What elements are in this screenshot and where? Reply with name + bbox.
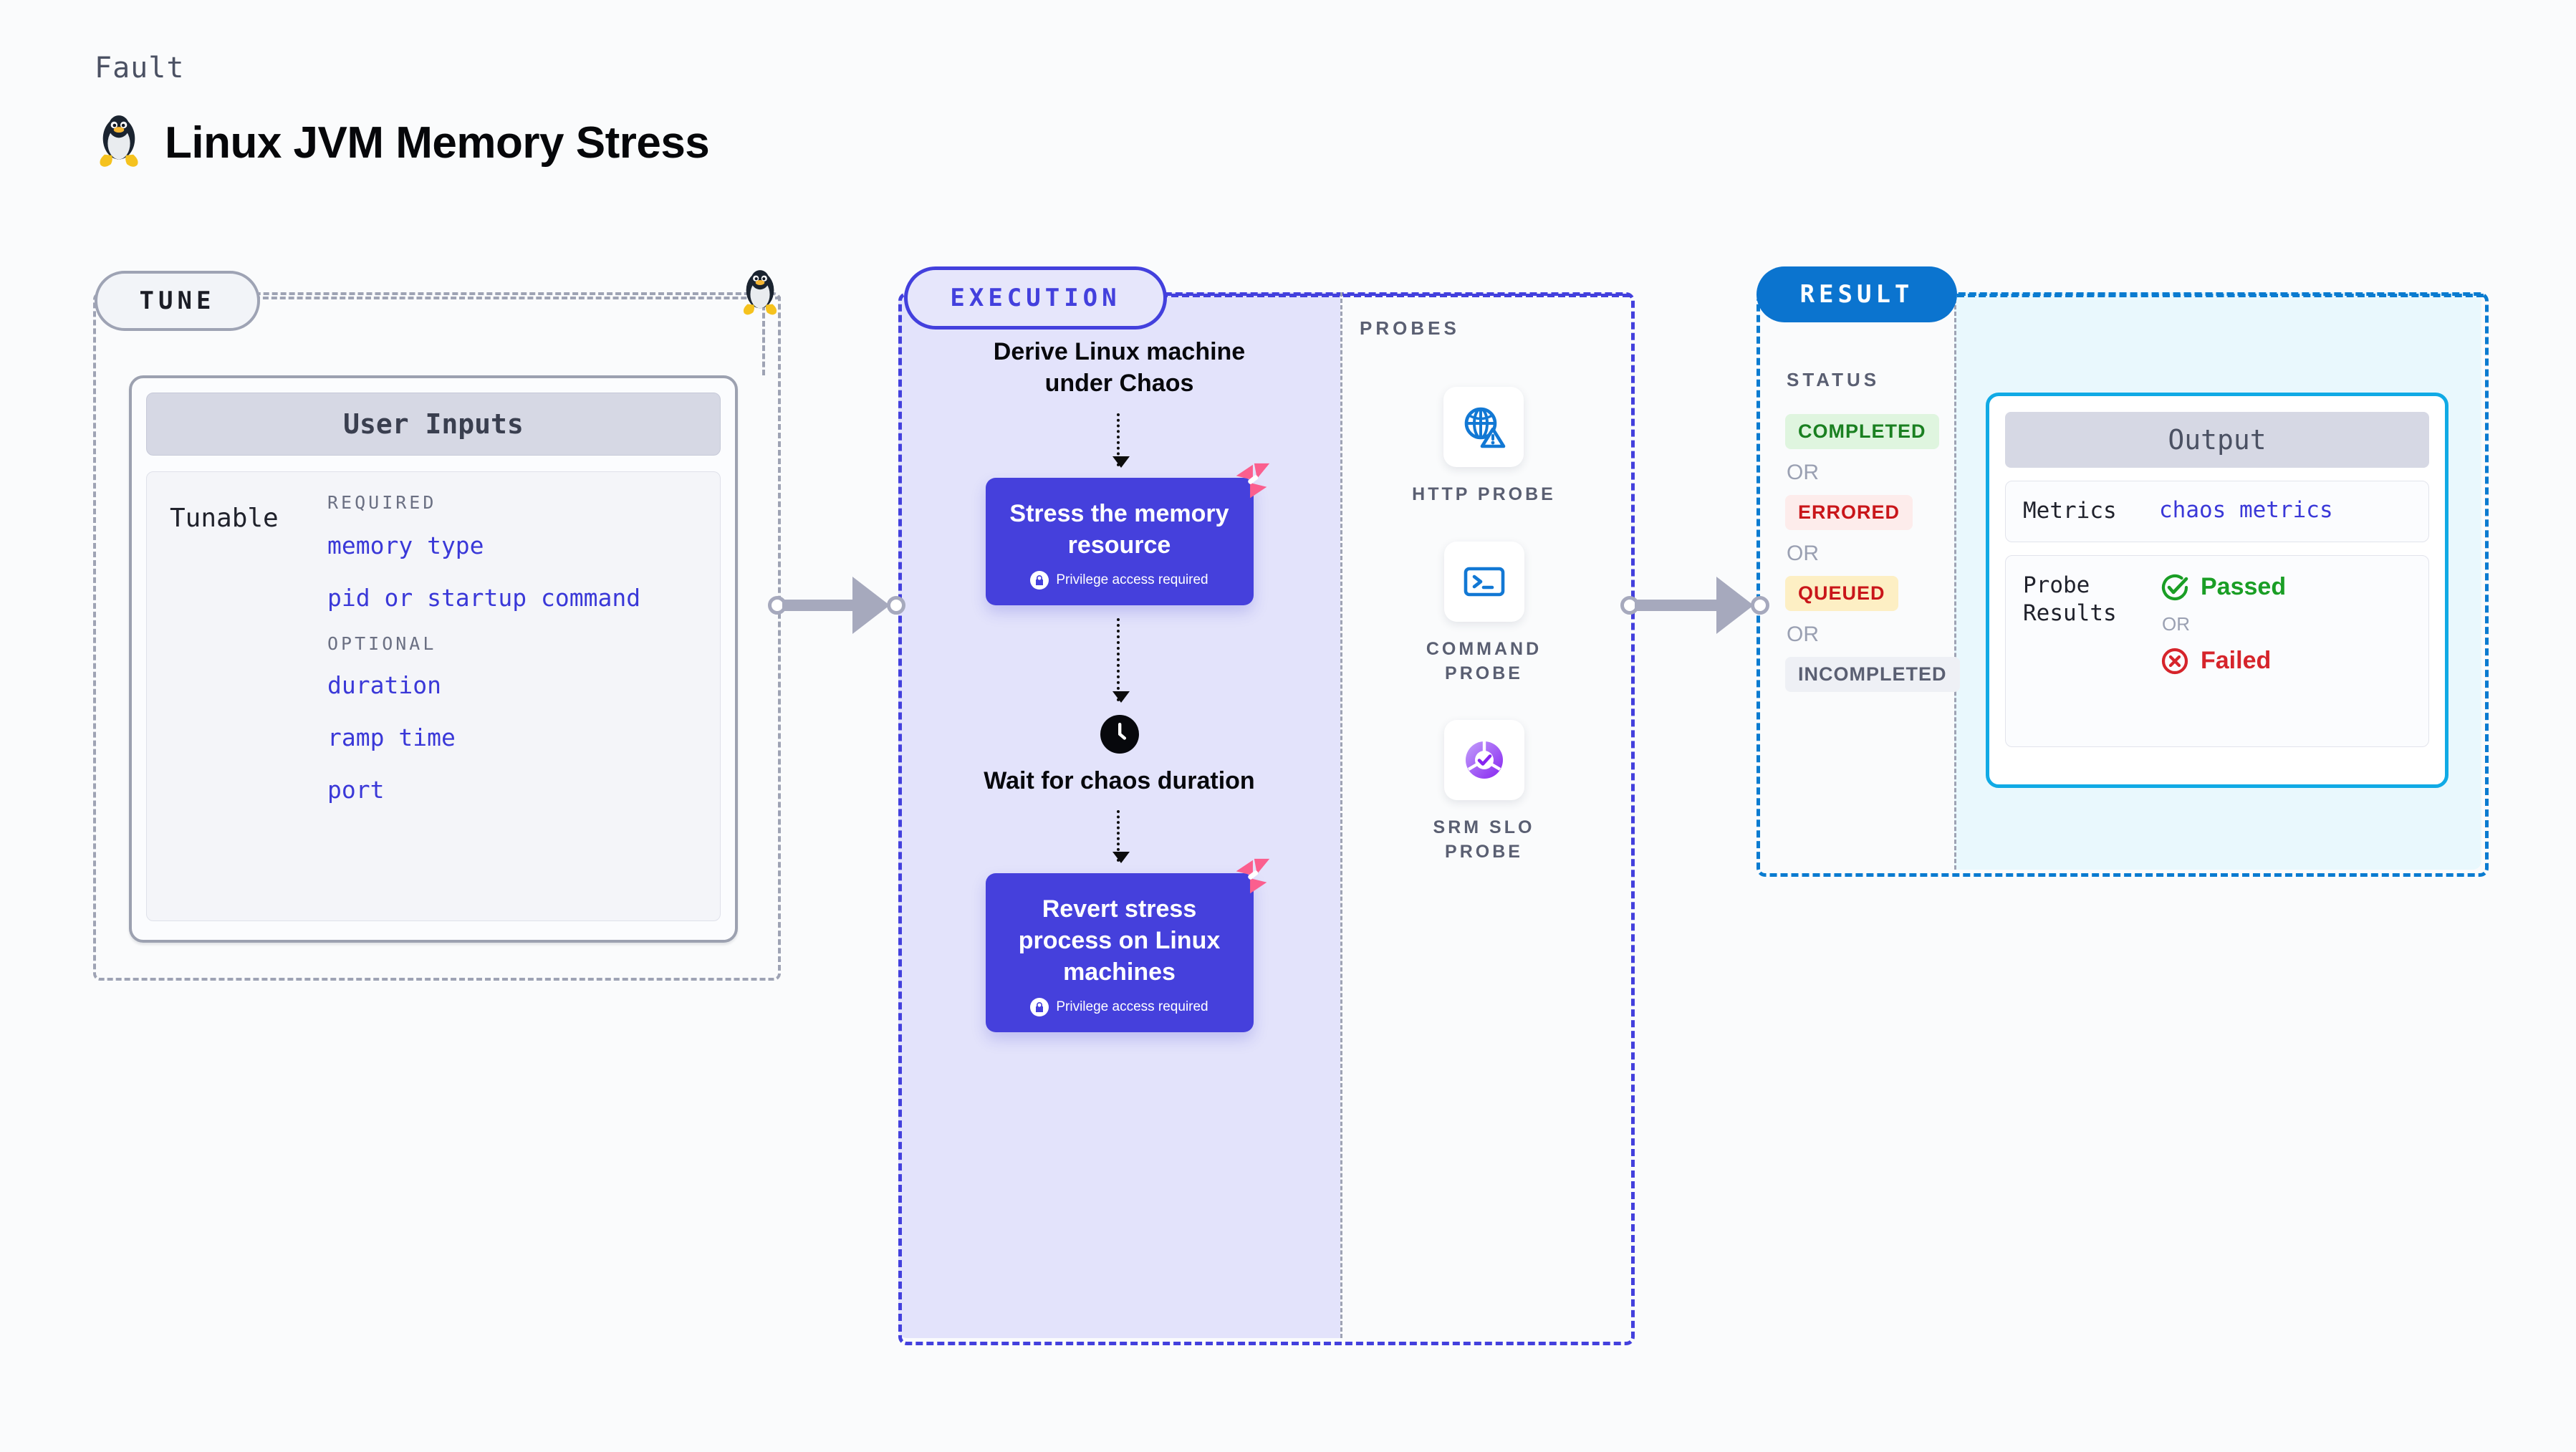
status-badge-incompleted: INCOMPLETED [1785, 657, 1960, 692]
output-probe-results-values: Passed OR Failed [2159, 572, 2286, 731]
tune-badge[interactable]: TUNE [95, 271, 260, 331]
check-circle-icon [2161, 574, 2188, 600]
connector-shaft [1635, 600, 1738, 611]
status-or-2: OR [1787, 542, 1819, 565]
clock-icon [1100, 715, 1139, 754]
user-inputs-card: User Inputs Tunable REQUIRED memory type… [129, 375, 738, 943]
privilege-note-text: Privilege access required [1056, 999, 1208, 1015]
step-stress-memory-privilege-note: Privilege access required [1000, 571, 1239, 590]
execution-probes-divider [1340, 292, 1342, 1338]
probe-result-failed: Failed [2159, 645, 2286, 677]
connector-node-end [887, 596, 905, 615]
status-or-1: OR [1787, 461, 1819, 484]
field-duration[interactable]: duration [327, 671, 441, 699]
slo-check-donut-icon [1465, 741, 1503, 779]
output-row-metrics: Metrics chaos metrics [2005, 481, 2429, 542]
flow-arrow-3 [1112, 809, 1130, 863]
probe-result-failed-label: Failed [2201, 647, 2272, 675]
output-card-header: Output [2005, 412, 2429, 468]
lock-icon [1030, 998, 1049, 1017]
field-pid-or-startup-command[interactable]: pid or startup command [327, 584, 641, 612]
tunable-field-list: REQUIRED memory type pid or startup comm… [327, 492, 720, 920]
output-row-probe-results: Probe Results Passed OR Failed [2005, 554, 2429, 747]
connector-arrowhead [1716, 577, 1754, 634]
tune-region [93, 292, 781, 981]
output-probe-results-label: Probe Results [2023, 572, 2117, 627]
probe-label: COMMAND PROBE [1426, 638, 1542, 683]
globe-warning-icon [1465, 407, 1506, 448]
field-group-required-title: REQUIRED [327, 492, 437, 513]
step-revert-stress-title: Revert stress process on Linux machines [1018, 895, 1221, 986]
status-section-title: STATUS [1787, 369, 1880, 390]
x-circle-icon [2161, 648, 2188, 674]
page-title: Linux JVM Memory Stress [165, 117, 710, 168]
connector-shaft [782, 600, 874, 611]
user-inputs-header: User Inputs [146, 393, 721, 456]
probe-result-passed: Passed [2159, 572, 2286, 603]
flow-arrow-2 [1112, 618, 1130, 703]
tune-connector-drop [762, 297, 765, 375]
probe-item-srm-slo[interactable]: SRM SLO PROBE [1398, 720, 1570, 865]
probes-list: HTTP PROBE COMMAND PROBE [1340, 387, 1628, 865]
status-badge-errored: ERRORED [1785, 495, 1913, 530]
probe-item-http[interactable]: HTTP PROBE [1412, 387, 1556, 507]
probe-result-passed-label: Passed [2201, 573, 2287, 601]
result-connector-line [1957, 294, 2484, 297]
output-metrics-value[interactable]: chaos metrics [2159, 497, 2333, 523]
field-group-optional-title: OPTIONAL [327, 633, 437, 654]
tune-connector-line [254, 297, 781, 299]
output-metrics-label: Metrics [2023, 498, 2117, 524]
harness-logo-badge-icon [1236, 463, 1269, 499]
connector-tune-to-execution [768, 573, 905, 638]
status-or-3: OR [1787, 622, 1819, 646]
step-stress-memory-box[interactable]: Stress the memory resource Privilege acc… [985, 463, 1269, 606]
status-list: COMPLETED OR ERRORED OR QUEUED OR INCOMP… [1785, 414, 1960, 692]
execution-badge[interactable]: EXECUTION [904, 266, 1167, 330]
probe-label: SRM SLO PROBE [1433, 817, 1535, 862]
execution-connector-line [1160, 294, 1630, 297]
terminal-prompt-icon [1464, 567, 1504, 597]
flow-arrow-1 [1112, 413, 1130, 468]
probe-tile [1443, 541, 1524, 622]
field-port[interactable]: port [327, 776, 385, 804]
output-card: Output Metrics chaos metrics Probe Resul… [1986, 393, 2448, 788]
status-badge-completed: COMPLETED [1785, 414, 1939, 449]
connector-arrowhead [852, 577, 890, 634]
connector-probes-to-result [1620, 573, 1771, 638]
lock-icon [1030, 571, 1049, 590]
privilege-note-text: Privilege access required [1056, 572, 1208, 588]
status-badge-queued: QUEUED [1785, 576, 1898, 611]
probe-label: HTTP PROBE [1412, 484, 1556, 504]
linux-penguin-icon [100, 115, 138, 167]
probe-tile [1443, 387, 1524, 467]
step-derive-title: Derive Linux machine under Chaos [993, 338, 1246, 397]
linux-penguin-icon [743, 270, 777, 315]
connector-node-end [1751, 596, 1769, 615]
step-revert-privilege-note: Privilege access required [1000, 998, 1239, 1017]
probe-item-command[interactable]: COMMAND PROBE [1398, 541, 1570, 686]
result-divider [1954, 292, 1956, 870]
probe-result-or: OR [2162, 612, 2190, 635]
probes-section-title: PROBES [1360, 317, 1460, 339]
user-inputs-body: Tunable REQUIRED memory type pid or star… [146, 471, 721, 921]
field-memory-type[interactable]: memory type [327, 532, 484, 559]
probe-tile [1443, 720, 1524, 801]
execution-flow-column: Derive Linux machine under Chaos Stress … [898, 337, 1340, 1033]
tunable-label: Tunable [170, 504, 279, 533]
page-title-row: Linux JVM Memory Stress [93, 115, 710, 170]
step-revert-stress-box[interactable]: Revert stress process on Linux machines … [985, 858, 1269, 1033]
harness-logo-badge-icon [1236, 858, 1269, 894]
result-badge[interactable]: RESULT [1756, 266, 1957, 322]
fault-eyebrow-label: Fault [95, 52, 185, 85]
step-wait-title: Wait for chaos duration [984, 767, 1255, 795]
field-ramp-time[interactable]: ramp time [327, 723, 456, 751]
step-stress-memory-title: Stress the memory resource [1009, 500, 1229, 559]
